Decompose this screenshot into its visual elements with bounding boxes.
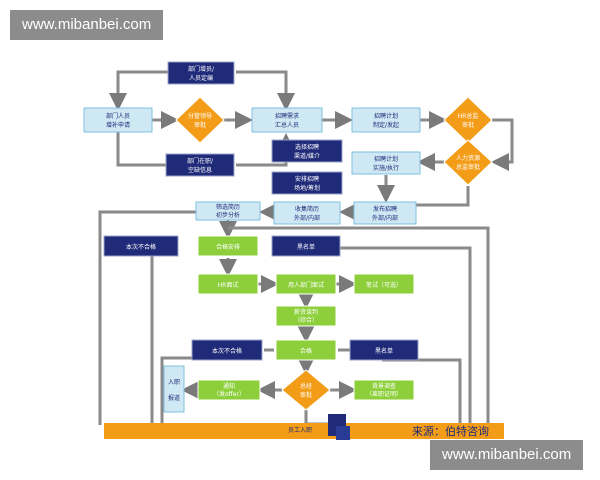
node-not-qualified-2: 本次不合格	[191, 339, 263, 361]
node-test-label: 笔试（可选）	[366, 281, 402, 289]
node-dept-interview: 用人部门面试	[275, 273, 337, 295]
node-make-plan: 招聘计划 制定/发起	[351, 107, 421, 133]
node-archive-line1: 入职	[168, 379, 180, 386]
decision-leader-approve-line2: 总监审批	[456, 163, 480, 171]
node-choose-channel-line1: 选择招聘	[295, 143, 319, 151]
node-blacklist-2: 黑名单	[349, 339, 419, 361]
decision-hr-approve-line1: HR总监	[458, 112, 479, 120]
node-collect-demand-line2: 汇总人员	[275, 121, 299, 129]
node-arrange-interview-line1: 安排招聘	[295, 175, 319, 183]
node-onboard-label: 员工入职	[288, 427, 312, 434]
node-dept-apply-line1: 部门人员	[106, 112, 130, 120]
decision-final-review-line2: 审批	[300, 391, 312, 399]
node-background-line1: 背景调查	[372, 382, 396, 390]
node-qualified-2: 合格	[275, 339, 337, 361]
node-dept-interview-label: 用人部门面试	[288, 281, 324, 289]
node-plan-execute-line2: 实施/执行	[373, 164, 399, 172]
node-dept-transfer-line1: 部门在职/	[187, 157, 214, 165]
node-dept-manage-line1: 部门增员/	[188, 65, 215, 73]
node-publish-line2: 外部/内部	[372, 214, 398, 222]
watermark-bottom: www.mibanbei.com	[430, 440, 584, 470]
footer-bar	[104, 423, 504, 439]
decision-leader-approve: 人力资源 总监审批	[443, 139, 493, 186]
decision-hr-approve: HR总监 审批	[443, 96, 493, 144]
node-blacklist-1: 黑名单	[271, 235, 341, 257]
connectors	[98, 70, 514, 426]
node-dept-transfer-line2: 空缺信息	[188, 166, 212, 174]
node-not-qualified-1: 本次不合格	[103, 235, 179, 257]
node-notify-line1: 通知	[223, 382, 235, 390]
node-collect-demand: 招聘需求 汇总人员	[251, 107, 323, 133]
node-plan-execute-line1: 招聘计划	[374, 155, 398, 163]
node-arrange-interview-line2: 场地/筹划	[294, 184, 320, 192]
node-dept-apply-line2: 增补申请	[106, 121, 130, 129]
node-choose-channel: 选择招聘 渠道/媒介	[271, 139, 343, 163]
node-arrange-interview: 安排招聘 场地/筹划	[271, 171, 343, 195]
node-qualified-2-label: 合格	[300, 347, 312, 355]
node-archive: 入职 报道	[163, 365, 185, 413]
node-qualified-1-label: 合格安排	[216, 243, 240, 251]
node-screen-line1: 筛选简历	[216, 203, 240, 211]
node-test: 笔试（可选）	[353, 273, 415, 295]
node-qualified-1: 合格安排	[197, 235, 259, 257]
decision-leader-approve-line1: 人力资源	[456, 154, 480, 162]
node-notify-line2: （发offer）	[213, 390, 245, 398]
node-receive-resume: 收集简历 外部/内部	[273, 201, 341, 225]
node-dept-apply: 部门人员 增补申请	[83, 107, 153, 133]
decision-hr-review-1-line2: 审批	[194, 121, 206, 129]
node-background: 背景调查 （离职证明）	[353, 379, 415, 401]
watermark-top: www.mibanbei.com	[10, 10, 164, 40]
node-hr-interview: HR面试	[197, 273, 259, 295]
decision-final-review: 总经 审批	[281, 369, 331, 411]
node-publish: 发布招聘 外部/内部	[353, 201, 417, 225]
node-screen-line2: 初步分析	[216, 211, 240, 219]
node-dept-manage-line2: 人员定编	[189, 74, 213, 82]
node-comprehensive: 薪资谈判 （综合）	[275, 305, 337, 327]
node-notify: 通知 （发offer）	[197, 379, 261, 401]
decision-hr-approve-line2: 审批	[462, 121, 474, 129]
node-plan-execute: 招聘计划 实施/执行	[351, 151, 421, 175]
node-comprehensive-line1: 薪资谈判	[294, 308, 318, 316]
node-onboard: 员工入职	[288, 414, 350, 440]
footer-source-label: 来源：伯特咨询	[412, 424, 489, 438]
node-blacklist-2-label: 黑名单	[375, 347, 393, 355]
node-receive-resume-line2: 外部/内部	[294, 214, 320, 222]
node-choose-channel-line2: 渠道/媒介	[294, 152, 320, 160]
node-blacklist-1-label: 黑名单	[297, 243, 315, 251]
decision-final-review-line1: 总经	[300, 382, 312, 390]
node-collect-demand-line1: 招聘需求	[275, 112, 299, 120]
node-archive-line2: 报道	[168, 394, 180, 402]
node-comprehensive-line2: （综合）	[294, 316, 318, 324]
node-receive-resume-line1: 收集简历	[295, 205, 319, 213]
node-hr-interview-label: HR面试	[218, 281, 239, 289]
node-dept-transfer: 部门在职/ 空缺信息	[165, 153, 235, 177]
node-screen: 筛选简历 初步分析	[195, 201, 261, 221]
node-publish-line1: 发布招聘	[373, 205, 397, 213]
node-dept-manage: 部门增员/ 人员定编	[167, 61, 235, 85]
decision-hr-review-1: 分管领导 审批	[175, 96, 225, 144]
node-background-line2: （离职证明）	[366, 390, 402, 398]
node-make-plan-line2: 制定/发起	[373, 121, 399, 129]
node-not-qualified-2-label: 本次不合格	[212, 347, 242, 355]
node-make-plan-line1: 招聘计划	[374, 112, 398, 120]
node-not-qualified-1-label: 本次不合格	[126, 243, 156, 251]
decision-hr-review-1-line1: 分管领导	[188, 112, 212, 120]
